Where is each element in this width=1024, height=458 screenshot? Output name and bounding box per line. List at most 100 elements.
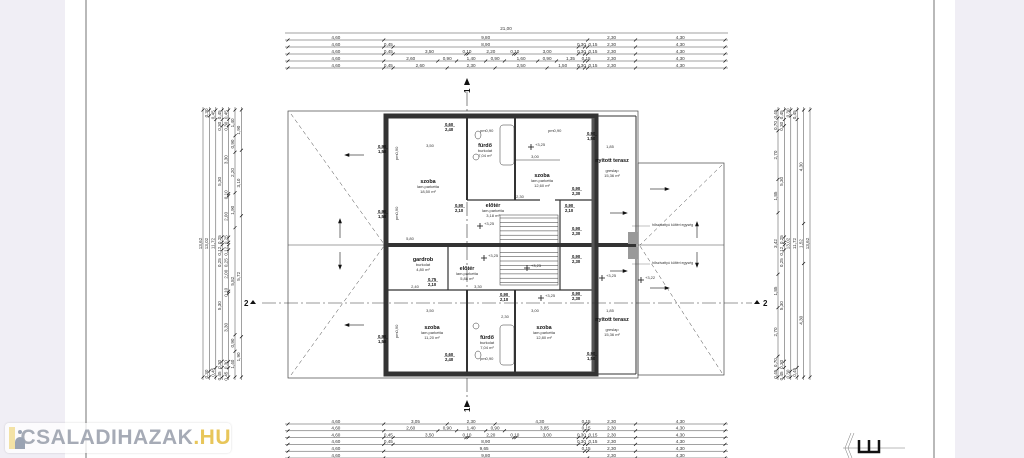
dimension-tick (207, 375, 212, 379)
dimension-tick (633, 442, 638, 447)
svg-text:2,10: 2,10 (565, 208, 574, 213)
room-label: greslap (605, 327, 619, 332)
dimension-label: 0,30 (577, 42, 586, 47)
dimension-label: 0,45 (384, 439, 393, 444)
bathroom-fixtures (472, 124, 515, 366)
dimension-tick (239, 148, 244, 152)
dimension-tick (776, 177, 780, 182)
dimension-label: 13,62 (198, 237, 203, 249)
dimension-tick (776, 210, 780, 215)
dimension-label: 4,30 (676, 439, 685, 444)
room-label: gardrob (413, 257, 434, 263)
dimension-label: 2,30 (607, 432, 616, 437)
room-label: burkolat (478, 148, 493, 153)
dimension-tick (633, 45, 638, 49)
dimension-tick (483, 429, 488, 433)
dimension-tick (454, 429, 459, 433)
dimension-tick (214, 108, 218, 112)
dimension-tick (220, 235, 224, 239)
dimension-tick (226, 291, 231, 296)
dimension-tick (201, 375, 205, 379)
page-edge-right (933, 0, 935, 458)
dimension-tick (633, 429, 638, 433)
dimension-label: 0,12 (779, 246, 784, 255)
room-label: 15,36 m² (604, 173, 620, 178)
dimension-label: 3,85 (540, 426, 549, 431)
dimension-label: 2,30 (607, 453, 616, 458)
dimension-label: 4,60 (331, 35, 340, 40)
dimension-tick (226, 242, 231, 247)
dimension-tick (723, 45, 727, 49)
dimension-column: 0,450,702,701,853,421,852,700,700,45 (773, 107, 780, 380)
dimension-label: 2,50 (517, 63, 526, 68)
dimension-tick (226, 123, 231, 128)
dimension-tick (381, 38, 386, 42)
level-label: +3,25 (488, 253, 499, 258)
dimension-tick (220, 375, 224, 379)
dimension-label: 2,30 (607, 56, 616, 61)
level-marker-icon (528, 144, 534, 150)
inner-dimension-label: 1,85 (606, 308, 615, 313)
dimension-label: 2,30 (607, 439, 616, 444)
dimension-label: 0,10 (223, 190, 228, 199)
dimension-tick (782, 117, 787, 122)
dimension-label: 0,25 (217, 258, 222, 267)
section-arrow-icon (754, 300, 760, 304)
dimension-label: 9,80 (481, 453, 490, 458)
svg-text:1,50: 1,50 (587, 356, 596, 361)
dimension-tick (514, 52, 518, 56)
dimension-label: 0,12 (217, 246, 222, 255)
dimension-label: 0,15 (588, 63, 597, 68)
dimension-label: 0,10 (462, 432, 471, 437)
room-label: 12,80 m² (536, 335, 552, 340)
room-label: lam.parketta (456, 271, 479, 276)
room-label: 7,04 m² (478, 153, 492, 158)
dimension-label: 0,45 (384, 49, 393, 54)
dimension-label: 3,50 (425, 49, 434, 54)
dimension-tick (233, 191, 237, 195)
parapet-height-label: pm0,90 (480, 356, 494, 361)
dimension-tick (220, 243, 224, 247)
level-marker-icon (599, 275, 605, 281)
svg-text:0,90: 0,90 (378, 144, 387, 149)
opening-size-label: 0,902,30 (571, 226, 582, 236)
dimension-label: 2,30 (607, 42, 616, 47)
dimension-label: 2,30 (607, 426, 616, 431)
dimension-label: 0,30 (779, 121, 784, 130)
dimension-tick (782, 365, 787, 370)
dimension-label: 3,30 (223, 322, 228, 331)
room-label: burkolat (480, 340, 495, 345)
dimension-label: 3,42 (773, 239, 778, 248)
dimension-label: 4,30 (535, 419, 544, 424)
svg-text:1,50: 1,50 (378, 339, 387, 344)
opening-size-label: 0,752,10 (427, 277, 438, 287)
svg-text:2,30: 2,30 (572, 191, 581, 196)
dimension-tick (723, 429, 727, 433)
dimension-label: 1,40 (230, 359, 235, 368)
dimension-tick (782, 240, 787, 244)
dimension-label: 4,60 (331, 426, 340, 431)
room-label: lam.parketta (533, 330, 556, 335)
dimension-label: 1,40 (467, 426, 476, 431)
dimension-label: 0,15 (588, 432, 597, 437)
dimension-label: 0,90 (491, 426, 500, 431)
dimension-tick (436, 59, 440, 63)
svg-text:0,75: 0,75 (428, 277, 437, 282)
dimension-tick (782, 375, 787, 379)
dimension-label: 4,60 (331, 42, 340, 47)
level-label: +3,25 (531, 263, 542, 268)
dimension-tick (226, 248, 231, 252)
opening-size-label: 0,902,30 (571, 254, 582, 264)
dimension-tick (582, 429, 587, 433)
dimension-tick (381, 429, 386, 433)
dimension-tick (391, 52, 395, 56)
